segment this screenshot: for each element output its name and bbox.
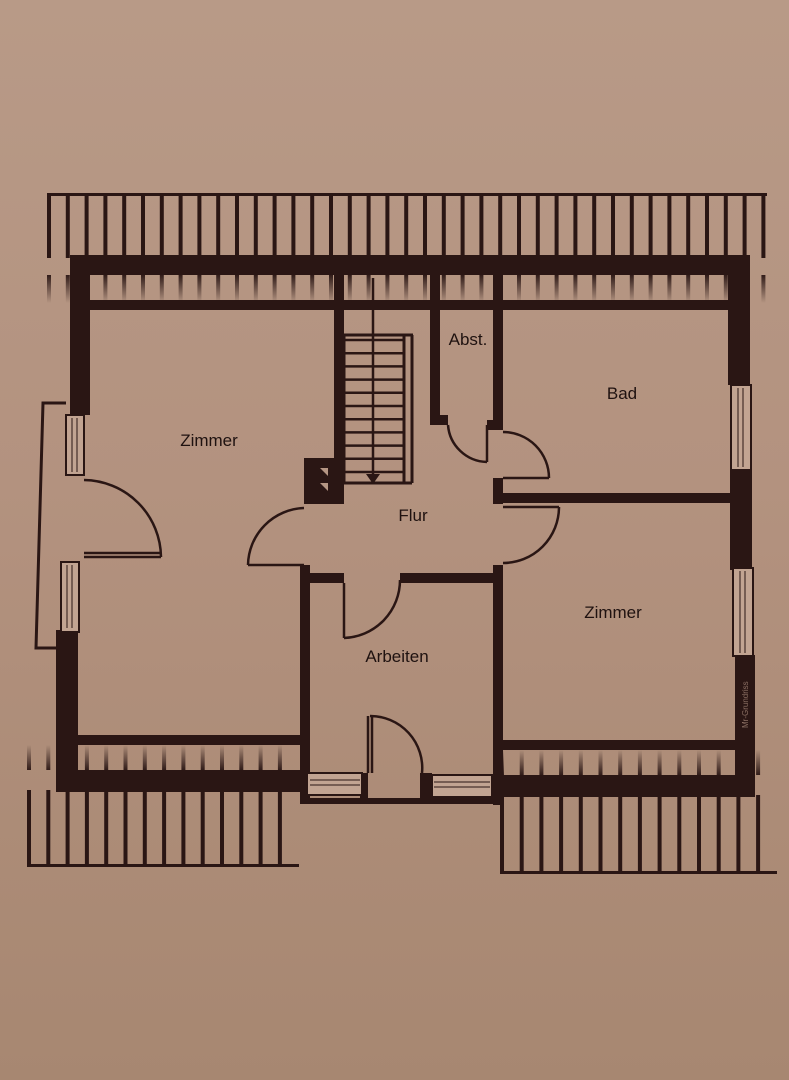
roof-hatch-top xyxy=(47,193,767,303)
window-arbeiten-left xyxy=(306,772,363,796)
room-label-bad: Bad xyxy=(607,384,637,403)
window-right-bad xyxy=(730,384,752,471)
room-label-zimmer-left: Zimmer xyxy=(180,431,238,450)
chimney-marks xyxy=(320,468,328,491)
door-left-balcony xyxy=(83,478,163,559)
doors xyxy=(83,424,561,774)
room-labels: Zimmer Abst. Bad Flur Zimmer Arbeiten xyxy=(180,330,642,666)
door-arbeiten xyxy=(342,579,402,640)
windows xyxy=(60,384,754,798)
window-left-upper xyxy=(65,414,85,476)
door-abst xyxy=(446,424,489,464)
staircase xyxy=(342,278,414,485)
door-zimmer-left xyxy=(246,506,305,567)
window-right-zimmer xyxy=(732,567,754,657)
door-arbeiten-balcony xyxy=(366,714,424,774)
room-label-zimmer-right: Zimmer xyxy=(584,603,642,622)
room-label-flur: Flur xyxy=(398,506,428,525)
door-bad xyxy=(502,430,551,480)
roof-hatch-bottom-left xyxy=(27,745,299,867)
roof-hatch-bottom-right xyxy=(500,750,777,874)
stair-arrow-icon xyxy=(366,474,380,484)
outer-walls xyxy=(56,255,755,797)
dormer-left xyxy=(34,401,66,650)
door-zimmer-right xyxy=(502,505,561,565)
watermark-text: Mr-Grundriss xyxy=(741,681,750,728)
window-left-lower xyxy=(60,561,80,633)
window-arbeiten-right xyxy=(431,774,493,798)
knee-walls xyxy=(76,300,737,750)
room-label-arbeiten: Arbeiten xyxy=(365,647,428,666)
interior-walls xyxy=(300,275,733,805)
room-label-abst: Abst. xyxy=(449,330,488,349)
